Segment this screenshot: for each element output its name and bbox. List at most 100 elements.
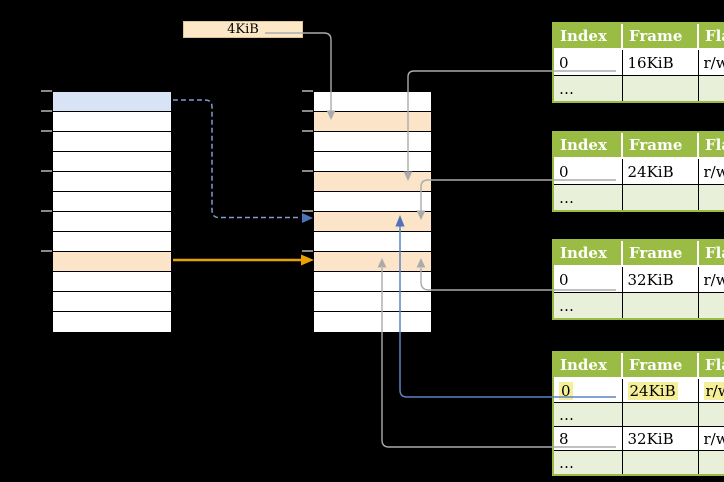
page-table-2: IndexFrameFlags024KiBr/w… [552,131,724,212]
table-cell: r/w [698,48,724,76]
table-cell: r/w [698,157,724,185]
table-cell: … [554,402,623,427]
memory-row [53,132,171,152]
column-header: Frame [622,24,699,50]
table-cell: 0 [554,377,623,403]
column-header: Flags [698,133,724,159]
table-cell [622,402,699,427]
table-cell [698,75,724,101]
column-header: Flags [698,24,724,50]
memory-row [314,172,431,192]
memory-row [314,152,431,172]
physical-memory-column [313,91,432,333]
memory-row [53,192,171,212]
address-tick [41,170,52,172]
table-row: … [554,450,724,474]
highlighted-value: 24KiB [627,381,678,400]
address-tick [41,90,52,92]
address-tick [302,130,313,132]
table-cell [622,75,699,101]
memory-row [53,232,171,252]
memory-row [53,292,171,312]
table-cell [622,292,699,318]
table-header-row: IndexFrameFlags [554,24,724,50]
table-row: … [554,184,724,210]
memory-row [314,212,431,232]
table-cell: 24KiB [622,377,699,403]
table-row: … [554,75,724,101]
table-cell: 0 [554,48,623,76]
table-cell [698,292,724,318]
column-header: Index [554,133,623,159]
table-cell: r/w [698,426,724,451]
column-header: Index [554,353,623,379]
table-header-row: IndexFrameFlags [554,241,724,267]
address-tick [41,110,52,112]
memory-row [53,272,171,292]
table-header-row: IndexFrameFlags [554,133,724,159]
arrow-virtual-page-to-frame [173,99,301,219]
memory-row [314,252,431,272]
page-table-1: IndexFrameFlags016KiBr/w… [552,22,724,103]
arrowhead-right-icon [302,213,313,223]
memory-row [314,132,431,152]
highlighted-value: r/w [703,381,724,400]
column-header: Frame [622,241,699,267]
address-tick [41,210,52,212]
column-header: Index [554,241,623,267]
address-tick [302,210,313,212]
memory-row [53,152,171,172]
table-cell: … [554,450,623,474]
table-cell: 0 [554,265,623,293]
memory-row [314,192,431,212]
table-cell: 0 [554,157,623,185]
memory-row [53,112,171,132]
column-header: Frame [622,133,699,159]
memory-row [53,252,171,272]
table-cell: … [554,184,623,210]
table-cell [698,450,724,474]
page-table-3: IndexFrameFlags032KiBr/w… [552,239,724,320]
table-cell: r/w [698,377,724,403]
table-cell: 16KiB [622,48,699,76]
table-header-row: IndexFrameFlags [554,353,724,379]
table-cell: 24KiB [622,157,699,185]
memory-row [314,92,431,112]
table-cell [698,402,724,427]
highlighted-value: 0 [559,381,573,400]
table-row: … [554,402,724,427]
page-size-label: 4KiB [183,21,303,38]
address-tick [302,250,313,252]
column-header: Flags [698,241,724,267]
memory-row [53,92,171,112]
table-cell: r/w [698,265,724,293]
memory-row [314,312,431,332]
table-cell [622,450,699,474]
address-tick [41,130,52,132]
memory-row [314,232,431,252]
virtual-memory-column [52,91,172,333]
memory-row [314,272,431,292]
table-cell [622,184,699,210]
address-tick [302,90,313,92]
memory-row [314,112,431,132]
table-row: 0 24KiB r/w [554,377,724,403]
address-tick [302,110,313,112]
table-cell: 32KiB [622,426,699,451]
page-table-4: IndexFrameFlags 0 24KiB r/w …832KiBr/w… [552,351,724,476]
memory-row [53,172,171,192]
memory-row [314,292,431,312]
table-cell [698,184,724,210]
address-tick [41,250,52,252]
table-cell: 32KiB [622,265,699,293]
address-tick [302,170,313,172]
table-row: … [554,292,724,318]
column-header: Frame [622,353,699,379]
table-cell: … [554,75,623,101]
memory-row [53,212,171,232]
